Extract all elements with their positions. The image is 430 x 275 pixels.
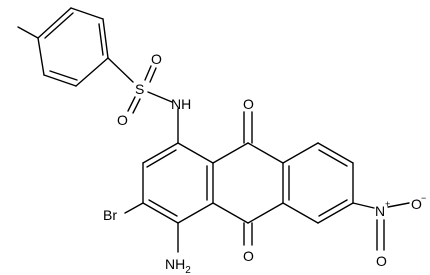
- bond: [212, 142, 249, 164]
- bond: [387, 202, 410, 208]
- bond: [98, 23, 104, 56]
- bond: [147, 91, 173, 103]
- carbonyl-oxygen-label: O: [243, 96, 254, 112]
- sulfonyl-oxygen-label: O: [117, 112, 128, 128]
- bond: [70, 7, 104, 20]
- bond: [212, 202, 249, 224]
- nitro-minus-charge: −: [421, 193, 426, 203]
- nitro-oxygen-label: O: [376, 253, 387, 269]
- bond: [17, 26, 39, 39]
- bond: [177, 202, 214, 224]
- bond: [49, 70, 78, 81]
- sulfonyl-oxygen-label: O: [151, 51, 162, 67]
- bond: [282, 202, 319, 224]
- bond: [317, 202, 354, 224]
- sulfur-label: S: [135, 81, 144, 97]
- amino-nh: NH: [165, 256, 185, 272]
- nitro-plus-charge: +: [385, 199, 390, 209]
- nitro-oxygen-label: O: [411, 196, 422, 212]
- atom-labels: S O O NH O O Br NH2 N + O − O: [103, 51, 426, 275]
- amino-subscript: 2: [185, 265, 191, 275]
- bond: [318, 149, 348, 167]
- bond: [149, 67, 157, 83]
- bond: [144, 65, 152, 81]
- sulfonamide-nh-label: NH: [171, 96, 191, 112]
- amino-label: NH2: [165, 256, 191, 275]
- bond: [142, 202, 179, 224]
- bond: [142, 142, 179, 164]
- bond: [247, 142, 284, 164]
- bonds: [17, 7, 410, 253]
- bond: [102, 18, 109, 59]
- bond: [318, 199, 348, 217]
- bond: [37, 7, 72, 39]
- carbonyl-oxygen-label: O: [243, 248, 254, 264]
- bond: [317, 142, 354, 164]
- bond: [148, 199, 178, 217]
- bond: [177, 142, 214, 164]
- nitro-nitrogen-label: N: [375, 203, 385, 219]
- bond: [352, 202, 375, 209]
- bond: [107, 57, 134, 83]
- bond: [37, 37, 45, 76]
- bromine-label: Br: [103, 207, 117, 223]
- bond: [282, 142, 319, 164]
- bond: [124, 202, 144, 214]
- bond: [132, 98, 141, 114]
- bond: [44, 12, 74, 39]
- bond: [247, 202, 284, 224]
- bond: [43, 74, 77, 87]
- bond: [127, 96, 136, 112]
- bond: [146, 149, 177, 168]
- bond: [75, 57, 109, 87]
